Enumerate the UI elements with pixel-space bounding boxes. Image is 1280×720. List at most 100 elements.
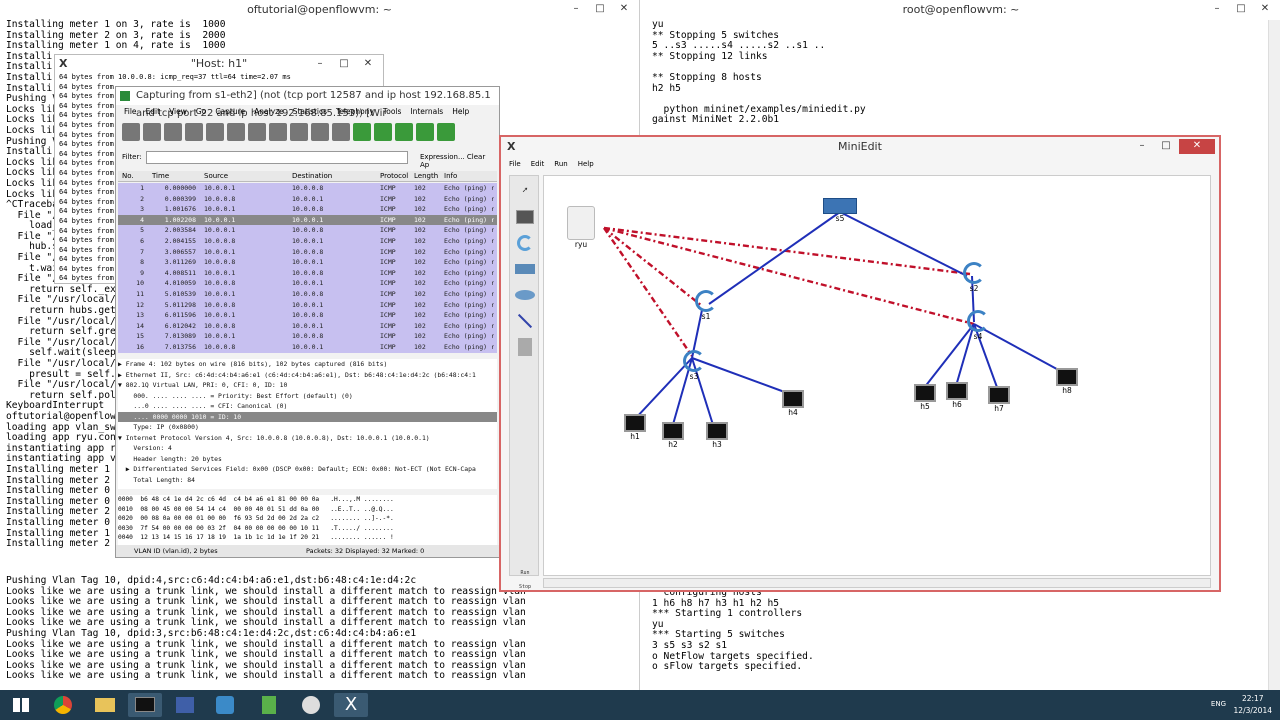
virtualbox-icon[interactable] (208, 693, 242, 717)
menu-item[interactable]: Internals (410, 107, 444, 116)
menu-item[interactable]: View (169, 107, 187, 116)
detail-line[interactable]: ▶ Frame 4: 102 bytes on wire (816 bits),… (118, 360, 388, 368)
column-header[interactable]: Protocol (380, 172, 409, 180)
packet-details[interactable]: ▶ Frame 4: 102 bytes on wire (816 bits),… (118, 359, 497, 489)
maximize-button[interactable]: □ (1236, 3, 1246, 14)
detail-line[interactable]: Version: 4 (118, 444, 172, 452)
column-header[interactable]: Source (204, 172, 229, 180)
save-file-icon[interactable] (248, 123, 266, 141)
interfaces-icon[interactable] (122, 123, 140, 141)
host-h5[interactable]: h5 (912, 384, 938, 411)
menu-item[interactable]: Run (554, 160, 568, 168)
minimize-button[interactable]: – (1139, 140, 1145, 151)
close-file-icon[interactable] (269, 123, 287, 141)
wireshark-window[interactable]: Capturing from s1-eth2] (not (tcp port 1… (115, 86, 500, 558)
x-server-icon[interactable]: X (334, 693, 368, 717)
detail-line[interactable]: 000. .... .... .... = Priority: Best Eff… (118, 391, 353, 400)
netlink-tool-icon[interactable] (514, 338, 536, 356)
close-button[interactable]: ✕ (1260, 3, 1270, 14)
router-tool-icon[interactable] (514, 286, 536, 304)
switch-s2[interactable]: s2 (956, 262, 992, 293)
remote-desktop-icon[interactable] (168, 693, 202, 717)
system-clock[interactable]: 22:17 12/3/2014 (1234, 693, 1272, 717)
detail-line[interactable]: Total Length: 84 (118, 475, 195, 484)
detail-line[interactable]: ▶ Differentiated Services Field: 0x00 (D… (118, 465, 476, 473)
detail-line[interactable]: ...0 .... .... .... = CFI: Canonical (0) (118, 402, 288, 410)
notepad-icon[interactable] (252, 693, 286, 717)
column-header[interactable]: Time (152, 172, 170, 180)
switch-s5[interactable]: s5 (822, 198, 858, 223)
options-icon[interactable] (143, 123, 161, 141)
windows-start-icon[interactable] (4, 693, 38, 717)
minimize-button[interactable]: – (1214, 3, 1220, 14)
stop-capture-icon[interactable] (185, 123, 203, 141)
menu-item[interactable]: Tools (382, 107, 402, 116)
close-button[interactable]: ✕ (363, 58, 373, 69)
column-header[interactable]: No. (122, 172, 134, 180)
filter-expression-buttons[interactable]: Expression... Clear Ap (420, 153, 486, 169)
controller-ryu[interactable]: ryu (558, 206, 604, 249)
minimize-button[interactable]: – (317, 58, 323, 69)
chrome-icon[interactable] (46, 693, 80, 717)
open-file-icon[interactable] (227, 123, 245, 141)
terminal-right-scrollbar[interactable] (1268, 20, 1280, 690)
go-back-icon[interactable] (353, 123, 371, 141)
go-first-icon[interactable] (416, 123, 434, 141)
link-tool-icon[interactable] (514, 312, 536, 330)
switch-tool-icon[interactable] (514, 260, 536, 278)
menu-item[interactable]: File (124, 107, 137, 116)
host-h1[interactable]: h1 (622, 414, 648, 441)
switch-s3[interactable]: s3 (676, 350, 712, 381)
reload-icon[interactable] (290, 123, 308, 141)
maximize-button[interactable]: □ (1161, 140, 1171, 151)
switch-s4[interactable]: s4 (960, 310, 996, 341)
filter-input[interactable] (146, 151, 408, 164)
maximize-button[interactable]: □ (595, 3, 605, 14)
menu-item[interactable]: Edit (145, 107, 161, 116)
detail-line[interactable]: Type: IP (0x0800) (118, 423, 199, 431)
go-to-packet-icon[interactable] (395, 123, 413, 141)
start-capture-icon[interactable] (164, 123, 182, 141)
host-h7[interactable]: h7 (986, 386, 1012, 413)
print-icon[interactable] (311, 123, 329, 141)
detail-line[interactable]: Header length: 20 bytes (118, 454, 222, 463)
detail-line[interactable]: ▶ Ethernet II, Src: c6:4d:c4:b4:a6:e1 (c… (118, 370, 476, 379)
run-button[interactable]: Run (520, 570, 530, 576)
host-h8[interactable]: h8 (1054, 368, 1080, 395)
menu-item[interactable]: Analyze (254, 107, 284, 116)
menu-item[interactable]: Edit (530, 160, 545, 168)
host-h3[interactable]: h3 (704, 422, 730, 449)
menu-item[interactable]: Statistics (292, 107, 327, 116)
file-explorer-icon[interactable] (88, 693, 122, 717)
host-h6[interactable]: h6 (944, 382, 970, 409)
terminal-taskbar-icon[interactable] (128, 693, 162, 717)
column-header[interactable]: Length (414, 172, 439, 180)
maximize-button[interactable]: □ (339, 58, 349, 69)
topology-canvas[interactable]: ryu s5 s1 s2 s3 s4 h1 h2 (543, 175, 1211, 576)
controller-tool-icon[interactable] (514, 234, 536, 252)
menu-item[interactable]: Capture (215, 107, 246, 116)
menu-item[interactable]: Go (195, 107, 207, 116)
detail-line[interactable]: ▼ Internet Protocol Version 4, Src: 10.0… (118, 433, 430, 442)
canvas-horizontal-scrollbar[interactable] (543, 578, 1211, 588)
minimize-button[interactable]: – (573, 3, 579, 14)
stop-button[interactable]: Stop (518, 584, 532, 590)
menu-item[interactable]: Help (577, 160, 594, 168)
menu-item[interactable]: Telephony (336, 107, 374, 116)
find-icon[interactable] (332, 123, 350, 141)
